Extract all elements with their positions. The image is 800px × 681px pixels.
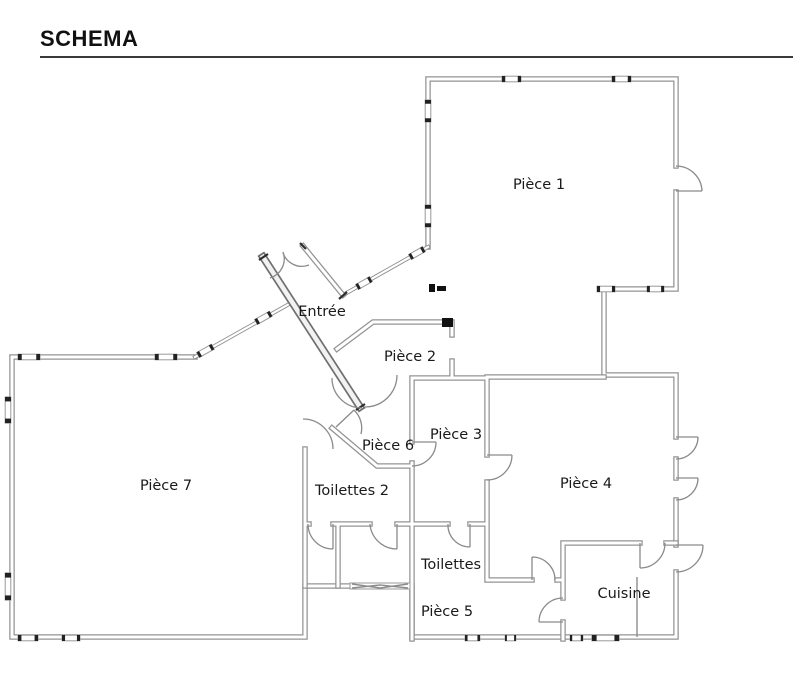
- walls-interior: [305, 322, 676, 639]
- window-icon: [596, 285, 616, 293]
- room-label-toilettes: Toilettes: [420, 557, 481, 573]
- door-arc-piece3: [411, 441, 437, 467]
- window-icon: [591, 634, 620, 642]
- window-icon: [611, 75, 632, 83]
- window-icon: [17, 353, 41, 361]
- window-icon: [61, 634, 81, 642]
- window-icon: [4, 396, 12, 424]
- window-icon: [424, 204, 432, 228]
- room-label-piece-7: Pièce 7: [140, 478, 192, 494]
- doors: [269, 165, 704, 623]
- fixtures: [429, 284, 453, 327]
- window-icon: [408, 246, 426, 261]
- walls-exterior: [12, 79, 676, 637]
- window-icon: [569, 634, 584, 642]
- room-label-piece-6: Pièce 6: [362, 438, 414, 454]
- door-arc-piece4-east-2: [675, 477, 699, 501]
- door-arc-main-entrance: [269, 251, 310, 279]
- windows: [4, 75, 665, 642]
- window-icon: [154, 353, 178, 361]
- door-arc-toilettes: [447, 523, 471, 548]
- window-icon: [504, 634, 517, 642]
- door-arc-corridor-piece6: [331, 377, 363, 409]
- room-label-piece-3: Pièce 3: [430, 427, 482, 443]
- room-label-piece-2: Pièce 2: [384, 349, 436, 365]
- window-icon: [4, 572, 12, 601]
- radiator-icon: [442, 318, 453, 327]
- room-label-piece-5: Pièce 5: [421, 604, 473, 620]
- room-label-piece-1: Pièce 1: [513, 177, 565, 193]
- radiator-icon: [429, 284, 446, 292]
- title-underline: [40, 56, 793, 58]
- room-label-cuisine: Cuisine: [597, 586, 650, 602]
- door-arc-piece3-piece4: [486, 454, 513, 481]
- door-arc-cuisine-north: [639, 542, 666, 569]
- room-label-entree: Entrée: [298, 304, 346, 320]
- bay-window-icon: [349, 582, 411, 590]
- door-arc-piece2: [364, 374, 398, 408]
- door-arc-cuisine-west: [538, 597, 564, 623]
- window-icon: [646, 285, 665, 293]
- door-arc-closet-2: [369, 523, 398, 550]
- window-icon: [501, 75, 522, 83]
- room-labels: Pièce 1 Entrée Pièce 2 Pièce 3 Pièce 6 P…: [140, 177, 651, 620]
- door-arc-piece1-east: [675, 165, 703, 192]
- room-label-toilettes-2: Toilettes 2: [314, 483, 389, 499]
- window-icon: [196, 343, 215, 359]
- room-label-piece-4: Pièce 4: [560, 476, 612, 492]
- wall-end-caps: [258, 242, 366, 411]
- door-arc-piece4-piece5: [531, 556, 556, 581]
- window-icon: [424, 99, 432, 123]
- page-title: SCHEMA: [40, 26, 139, 51]
- window-icon: [464, 634, 481, 642]
- door-arc-piece7-access: [302, 409, 363, 450]
- door-arc-closet-1: [307, 523, 334, 550]
- window-icon: [355, 276, 373, 291]
- window-icon: [254, 310, 273, 326]
- door-arc-piece4-east-1: [675, 436, 699, 460]
- door-arc-kitchen-east: [675, 544, 704, 573]
- window-icon: [17, 634, 39, 642]
